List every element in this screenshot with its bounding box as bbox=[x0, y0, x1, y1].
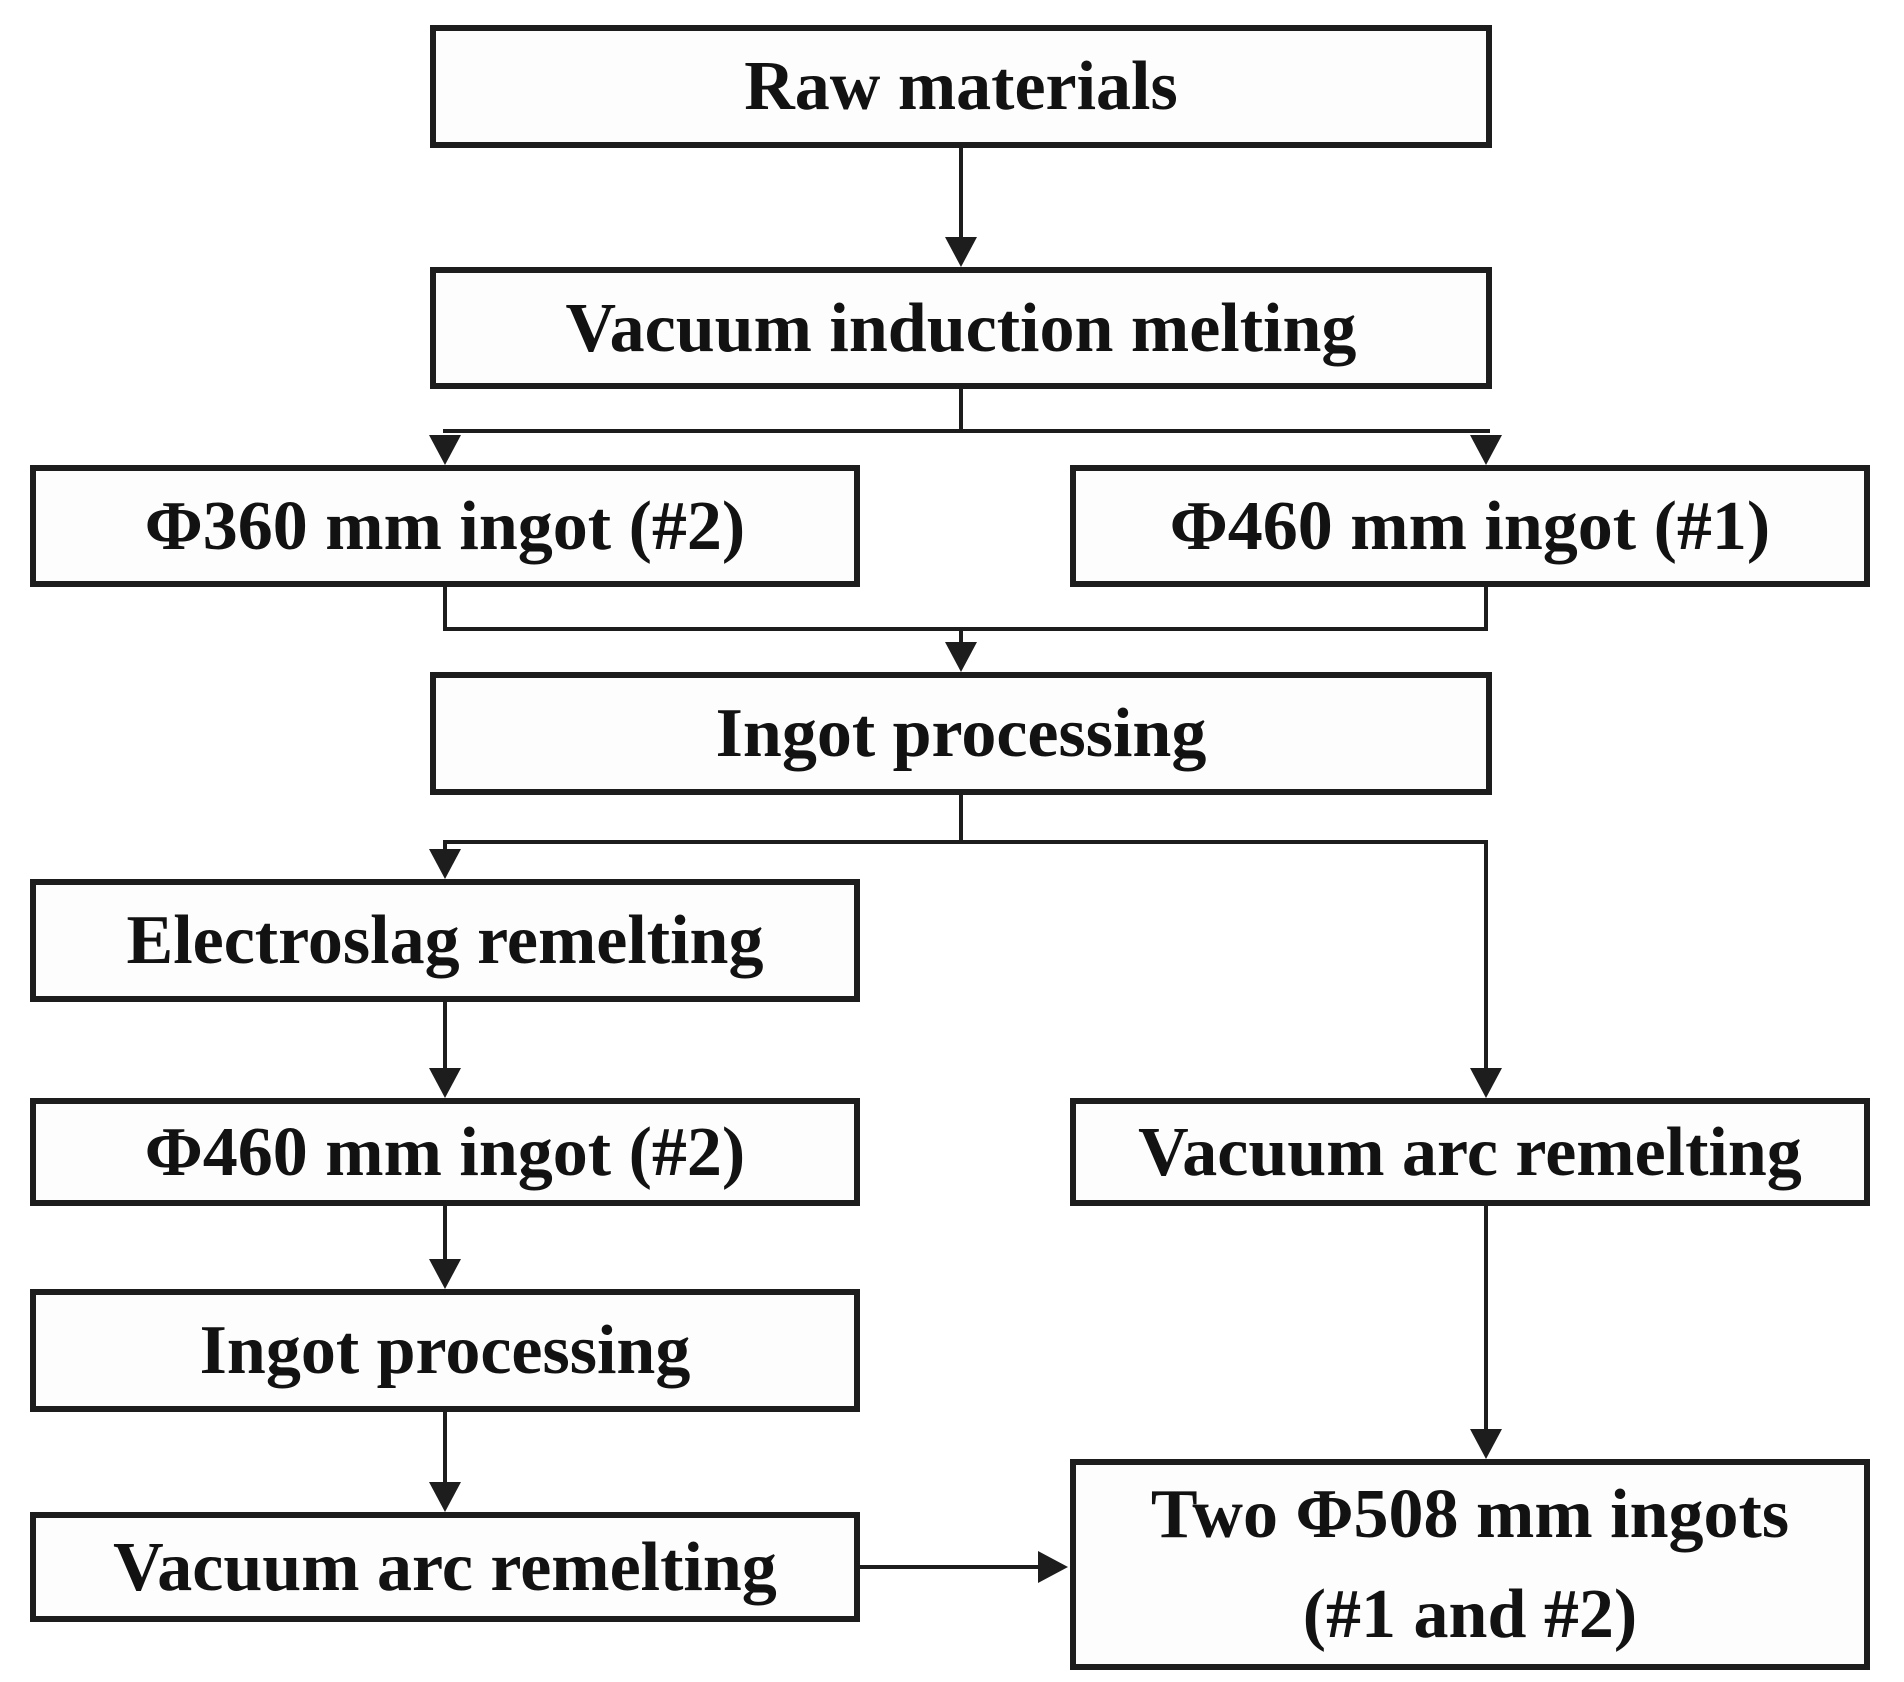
edge-processing-to-var-line bbox=[1484, 840, 1488, 1070]
edge-raw-to-vim-line bbox=[959, 148, 963, 241]
edge-processing-split-bar bbox=[443, 840, 1488, 844]
two-508-ingots-line1: Two Φ508 mm ingots bbox=[1150, 1476, 1790, 1554]
edge-vim-split-stem bbox=[959, 389, 963, 433]
node-ingot-460-1: Φ460 mm ingot (#1) bbox=[1070, 465, 1870, 587]
edge-processing-left-to-var-line bbox=[443, 1412, 447, 1485]
edge-ingot460-2-to-processing-line bbox=[443, 1206, 447, 1262]
edge-merge-stem bbox=[959, 627, 963, 645]
edge-esr-to-ingot460-2-line bbox=[443, 1002, 447, 1070]
edge-var-left-to-final-line bbox=[860, 1565, 1040, 1569]
edge-merge-left-stub bbox=[443, 587, 447, 631]
edge-processing-left-to-var-arrowhead bbox=[429, 1482, 461, 1512]
edge-merge-arrowhead bbox=[945, 642, 977, 672]
node-ingot-460-2: Φ460 mm ingot (#2) bbox=[30, 1098, 860, 1206]
node-electroslag-remelting: Electroslag remelting bbox=[30, 879, 860, 1002]
edge-merge-right-stub bbox=[1484, 587, 1488, 631]
edge-vim-to-ingot360-arrowhead bbox=[429, 435, 461, 465]
edge-ingot460-2-to-processing-arrowhead bbox=[429, 1259, 461, 1289]
edge-var-right-to-final-line bbox=[1484, 1206, 1488, 1432]
edge-processing-to-esr-arrowhead bbox=[429, 849, 461, 879]
node-ingot-processing-top: Ingot processing bbox=[430, 672, 1492, 795]
node-vacuum-induction-melting: Vacuum induction melting bbox=[430, 267, 1492, 389]
edge-var-left-to-final-arrowhead bbox=[1038, 1551, 1068, 1583]
edge-esr-to-ingot460-2-arrowhead bbox=[429, 1068, 461, 1098]
node-two-508-ingots: Two Φ508 mm ingots (#1 and #2) bbox=[1070, 1459, 1870, 1670]
edge-processing-to-var-arrowhead bbox=[1470, 1068, 1502, 1098]
edge-merge-bar bbox=[443, 627, 1488, 631]
node-ingot-360-2: Φ360 mm ingot (#2) bbox=[30, 465, 860, 587]
edge-processing-split-stem bbox=[959, 795, 963, 844]
edge-raw-to-vim-arrowhead bbox=[945, 237, 977, 267]
node-vacuum-arc-remelting-left: Vacuum arc remelting bbox=[30, 1512, 860, 1622]
node-vacuum-arc-remelting-right: Vacuum arc remelting bbox=[1070, 1098, 1870, 1206]
edge-vim-split-bar bbox=[443, 429, 1490, 433]
node-ingot-processing-left: Ingot processing bbox=[30, 1289, 860, 1412]
two-508-ingots-label: Two Φ508 mm ingots (#1 and #2) bbox=[1151, 1465, 1789, 1664]
two-508-ingots-line2: (#1 and #2) bbox=[1302, 1575, 1638, 1653]
edge-processing-to-esr-stub bbox=[443, 840, 447, 854]
edge-var-right-to-final-arrowhead bbox=[1470, 1429, 1502, 1459]
node-raw-materials: Raw materials bbox=[430, 25, 1492, 148]
edge-vim-to-ingot460-arrowhead bbox=[1470, 435, 1502, 465]
